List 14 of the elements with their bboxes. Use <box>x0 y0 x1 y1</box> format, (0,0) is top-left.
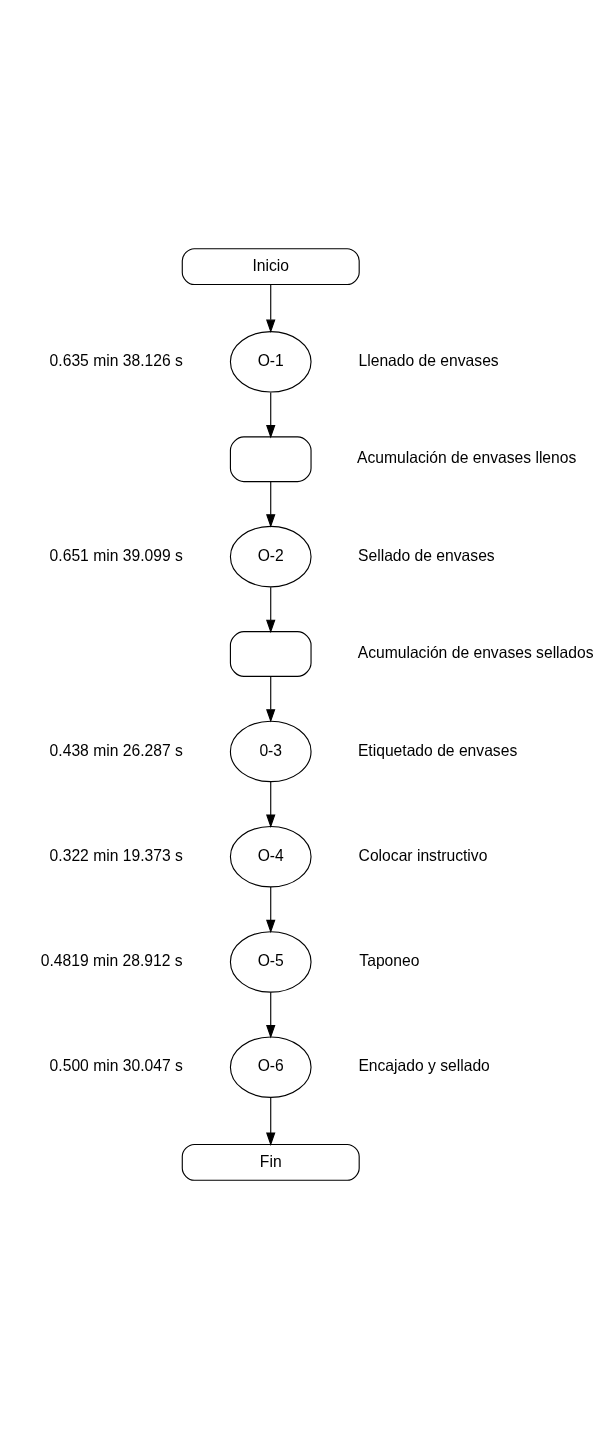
node-label: Sellado de envases <box>358 546 495 564</box>
node-label: 0.651 min 39.099 s <box>49 546 183 564</box>
node-label: Colocar instructivo <box>358 846 488 864</box>
node-label: 0.438 min 26.287 s <box>49 741 183 759</box>
node-label: 0.4819 min 28.912 s <box>40 952 183 970</box>
node-label: Taponeo <box>359 952 420 970</box>
node-label: Encajado y sellado <box>358 1057 490 1075</box>
node-label: 0.500 min 30.047 s <box>49 1057 183 1075</box>
node-label: Llenado de envases <box>358 351 499 369</box>
node-label: 0.635 min 38.126 s <box>49 351 183 369</box>
node-label: Acumulación de envases llenos <box>357 449 577 467</box>
node-label: Acumulación de envases sellados <box>357 644 594 662</box>
node-label: 0.322 min 19.373 s <box>49 846 183 864</box>
node-label: Etiquetado de envases <box>357 741 518 759</box>
